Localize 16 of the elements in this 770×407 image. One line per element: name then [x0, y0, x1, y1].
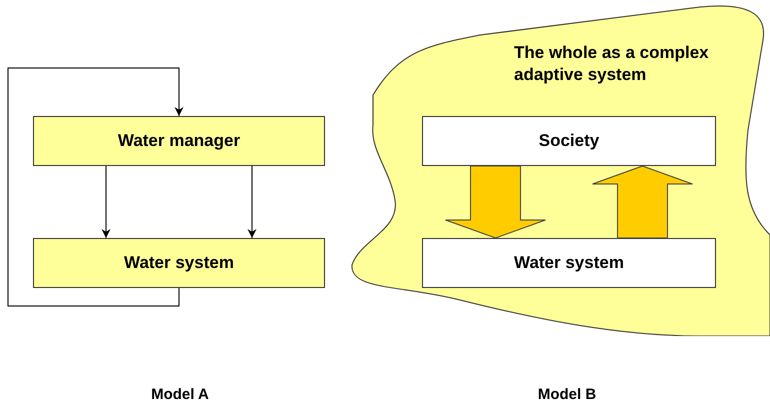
- process-box: [33, 116, 325, 166]
- box-label: Society: [538, 131, 600, 151]
- arrow: [102, 166, 110, 238]
- box-label: Water system: [514, 253, 624, 273]
- model-caption: Model A: [150, 386, 210, 403]
- block-arrow: [445, 166, 546, 239]
- arrow: [248, 166, 256, 238]
- box-label: Water manager: [118, 131, 240, 151]
- box-label: Water system: [124, 253, 234, 273]
- process-box: [33, 238, 325, 288]
- arrow: [8, 68, 184, 306]
- block-arrow: [592, 165, 693, 238]
- process-box: [422, 116, 716, 166]
- process-box: [422, 238, 716, 288]
- model-caption: Model B: [536, 386, 598, 403]
- heading-text: The whole as a complex adaptive system: [514, 42, 710, 86]
